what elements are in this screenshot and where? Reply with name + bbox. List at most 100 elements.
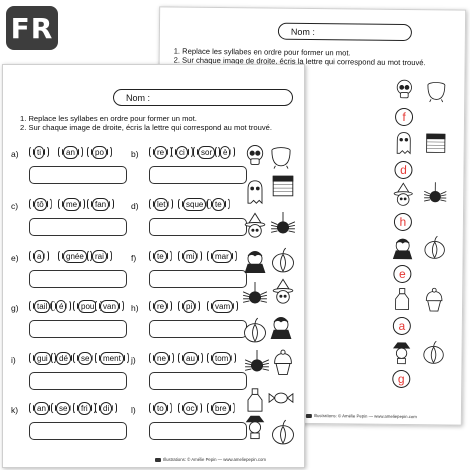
syllable-candy[interactable]: van <box>95 299 124 313</box>
syllable-candy[interactable]: au <box>178 351 203 365</box>
answer-input[interactable] <box>29 372 127 390</box>
syllable-candy[interactable]: te <box>149 249 172 263</box>
wrapper-left-icon <box>207 402 212 414</box>
syllable-candy[interactable]: è <box>215 145 236 159</box>
cauldron-icon[interactable] <box>423 76 449 104</box>
answer-input[interactable] <box>149 218 247 236</box>
wrapper-right-icon <box>166 250 172 262</box>
syllable-candy[interactable]: fan <box>87 197 115 211</box>
ghost-icon[interactable] <box>391 129 417 157</box>
syllable-candy[interactable]: ci <box>171 145 193 159</box>
syllable-candy[interactable]: re <box>149 145 173 159</box>
syllable-candy[interactable]: mi <box>178 249 203 263</box>
cupcake-icon[interactable] <box>269 347 297 377</box>
wrapper-left-icon <box>149 250 154 262</box>
footer-credit: Illustrations: © Amélie Pepin — www.amel… <box>155 457 266 462</box>
answer-input[interactable] <box>29 422 127 440</box>
syllable-candy[interactable]: ne <box>149 351 174 365</box>
spider-icon[interactable] <box>241 281 269 311</box>
syllable-text: sor <box>198 145 216 159</box>
syllable-text: tom <box>212 351 232 365</box>
syllable-candy[interactable]: se <box>51 401 76 415</box>
wrapper-right-icon <box>112 402 118 414</box>
syllable-candy[interactable]: te <box>207 197 230 211</box>
syllable-candy[interactable]: pi <box>178 299 201 313</box>
pumpkin-icon[interactable] <box>269 245 297 275</box>
answer-input[interactable] <box>29 218 127 236</box>
vampire-icon[interactable] <box>390 233 416 261</box>
bottle-icon[interactable] <box>241 385 269 415</box>
pumpkin-icon[interactable] <box>420 338 446 366</box>
answer-input[interactable] <box>29 270 127 288</box>
cauldron-icon[interactable] <box>267 141 295 171</box>
name-field[interactable]: Nom : <box>113 89 293 106</box>
syllable-candy[interactable]: rai <box>87 249 112 263</box>
syllable-candy[interactable]: é <box>51 299 72 313</box>
syllable-candy[interactable]: se <box>73 351 98 365</box>
syllable-candy[interactable]: ment <box>95 351 129 365</box>
syllable-candy[interactable]: mar <box>207 249 237 263</box>
vampire-icon[interactable] <box>267 311 295 341</box>
wrapper-left-icon <box>58 146 63 158</box>
answer-input[interactable] <box>29 166 127 184</box>
syllable-text: pi <box>183 299 196 313</box>
witch-icon[interactable] <box>269 277 297 307</box>
wrapper-right-icon <box>231 352 237 364</box>
syllable-candy[interactable]: di <box>95 401 118 415</box>
scarecrow-icon[interactable] <box>241 411 269 441</box>
pumpkin-icon[interactable] <box>269 417 297 447</box>
syllable-text: fan <box>92 197 110 211</box>
scarecrow-icon[interactable] <box>388 338 414 366</box>
vampire-icon[interactable] <box>241 245 269 275</box>
witch-icon[interactable] <box>241 211 269 241</box>
syllable-candy[interactable]: oc <box>178 401 203 415</box>
pumpkin-icon[interactable] <box>422 233 448 261</box>
syllable-candy[interactable]: ti <box>29 145 49 159</box>
wrapper-left-icon <box>51 352 56 364</box>
answer-input[interactable] <box>149 320 247 338</box>
syllable-candy[interactable]: fri <box>73 401 96 415</box>
answer-input[interactable] <box>149 372 247 390</box>
syllable-candy[interactable]: to <box>149 401 172 415</box>
syllable-candy[interactable]: let <box>149 197 174 211</box>
answer-input[interactable] <box>29 320 127 338</box>
wrapper-left-icon <box>95 352 100 364</box>
syllable-candy[interactable]: tom <box>207 351 237 365</box>
syllable-candy[interactable]: vam <box>207 299 239 313</box>
syllable-text: gui <box>34 351 51 365</box>
calendar-icon[interactable] <box>269 171 297 201</box>
bottle-icon[interactable] <box>389 285 415 313</box>
answer-letter: g <box>397 371 405 386</box>
spider-icon[interactable] <box>243 349 271 379</box>
answer-input[interactable] <box>149 270 247 288</box>
answer-input[interactable] <box>149 166 247 184</box>
wrapper-right-icon <box>168 352 174 364</box>
syllable-candy[interactable]: bre <box>207 401 235 415</box>
calendar-icon[interactable] <box>423 129 449 157</box>
footer-text: Illustrations: © Amélie Pepin — www.amel… <box>163 457 266 462</box>
candy-icon[interactable] <box>267 383 295 413</box>
answer-input[interactable] <box>149 422 247 440</box>
ghost-icon[interactable] <box>241 177 269 207</box>
witch-icon[interactable] <box>390 181 416 209</box>
syllable-candy[interactable]: an <box>58 145 83 159</box>
name-field[interactable]: Nom : <box>277 22 413 42</box>
wrapper-left-icon <box>178 250 183 262</box>
wrapper-left-icon <box>207 352 212 364</box>
syllable-text: po <box>92 145 107 159</box>
language-badge: FR <box>6 6 58 50</box>
syllable-candy[interactable]: re <box>149 299 173 313</box>
skull-icon[interactable] <box>391 76 417 104</box>
skull-icon[interactable] <box>241 141 269 171</box>
wrapper-left-icon <box>29 198 34 210</box>
syllable-candy[interactable]: a <box>29 249 50 263</box>
syllable-candy[interactable]: me <box>58 197 86 211</box>
spider-icon[interactable] <box>269 211 297 241</box>
wrapper-left-icon <box>29 250 34 262</box>
cupcake-icon[interactable] <box>421 285 447 313</box>
spider-icon[interactable] <box>422 181 448 209</box>
pumpkin-icon[interactable] <box>241 315 269 345</box>
syllable-candy[interactable]: po <box>87 145 112 159</box>
wrapper-right-icon <box>197 250 203 262</box>
syllable-candy[interactable]: tô <box>29 197 52 211</box>
